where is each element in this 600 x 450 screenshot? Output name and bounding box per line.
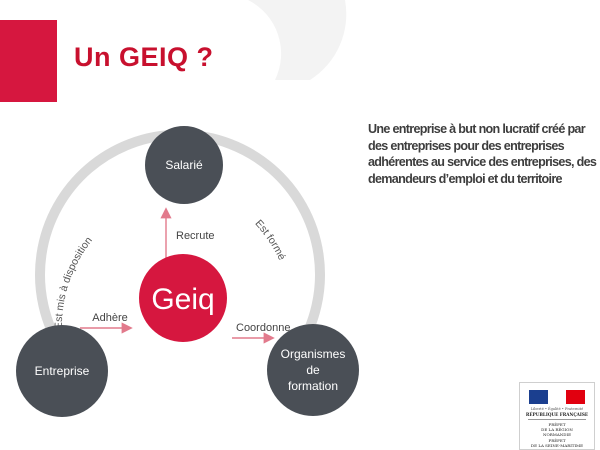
node-entreprise-label: Entreprise (35, 364, 90, 378)
logo-pref-line: NORMANDIE (543, 432, 571, 438)
edge-label-est-forme: Est formé (252, 218, 287, 263)
node-geiq-label: Geiq (151, 283, 214, 316)
logo-pref-line: PRÉFET (548, 422, 566, 427)
node-geiq (139, 254, 227, 342)
flag-band-red (566, 390, 586, 404)
node-salarie (145, 126, 223, 204)
prefecture-logo: Liberté • Égalité • Fraternité RÉPUBLIQU… (519, 382, 595, 450)
french-flag-icon (529, 390, 586, 404)
node-salarie-label: Salarié (165, 158, 203, 172)
flag-band-white (547, 390, 567, 404)
node-organismes-label-line2: de (306, 363, 320, 377)
logo-pref-line: DE LA SEINE-MARITIME (530, 442, 584, 448)
edge-label-adhere: Adhère (92, 312, 127, 324)
node-organismes-de-formation (267, 324, 359, 416)
edge-label-recrute: Recrute (176, 230, 215, 242)
logo-pref-line: DE LA RÉGION (541, 427, 573, 433)
title-accent-bar (0, 20, 57, 102)
node-organismes-label-line3: formation (288, 379, 338, 393)
geiq-diagram: Recrute Adhère Coordonne Est mis à dispo… (16, 126, 359, 417)
edge-label-est-mis-a-disposition: Est mis à disposition (53, 234, 95, 329)
node-organismes-label-line1: Organismes (281, 347, 346, 361)
flag-band-blue (529, 390, 548, 404)
logo-divider (528, 419, 586, 420)
edge-label-coordonne: Coordonne (236, 322, 290, 334)
slide-title: Un GEIQ ? (74, 42, 214, 72)
logo-prefecture-text: PRÉFET DE LA RÉGION NORMANDIE PRÉFET DE … (522, 422, 592, 448)
logo-pref-line: PRÉFET (548, 437, 566, 443)
node-entreprise (16, 325, 108, 417)
geiq-description: Une entreprise à but non lucratif créé p… (368, 122, 597, 186)
logo-republique: RÉPUBLIQUE FRANÇAISE (525, 412, 589, 417)
logo-motto: Liberté • Égalité • Fraternité (530, 407, 584, 411)
